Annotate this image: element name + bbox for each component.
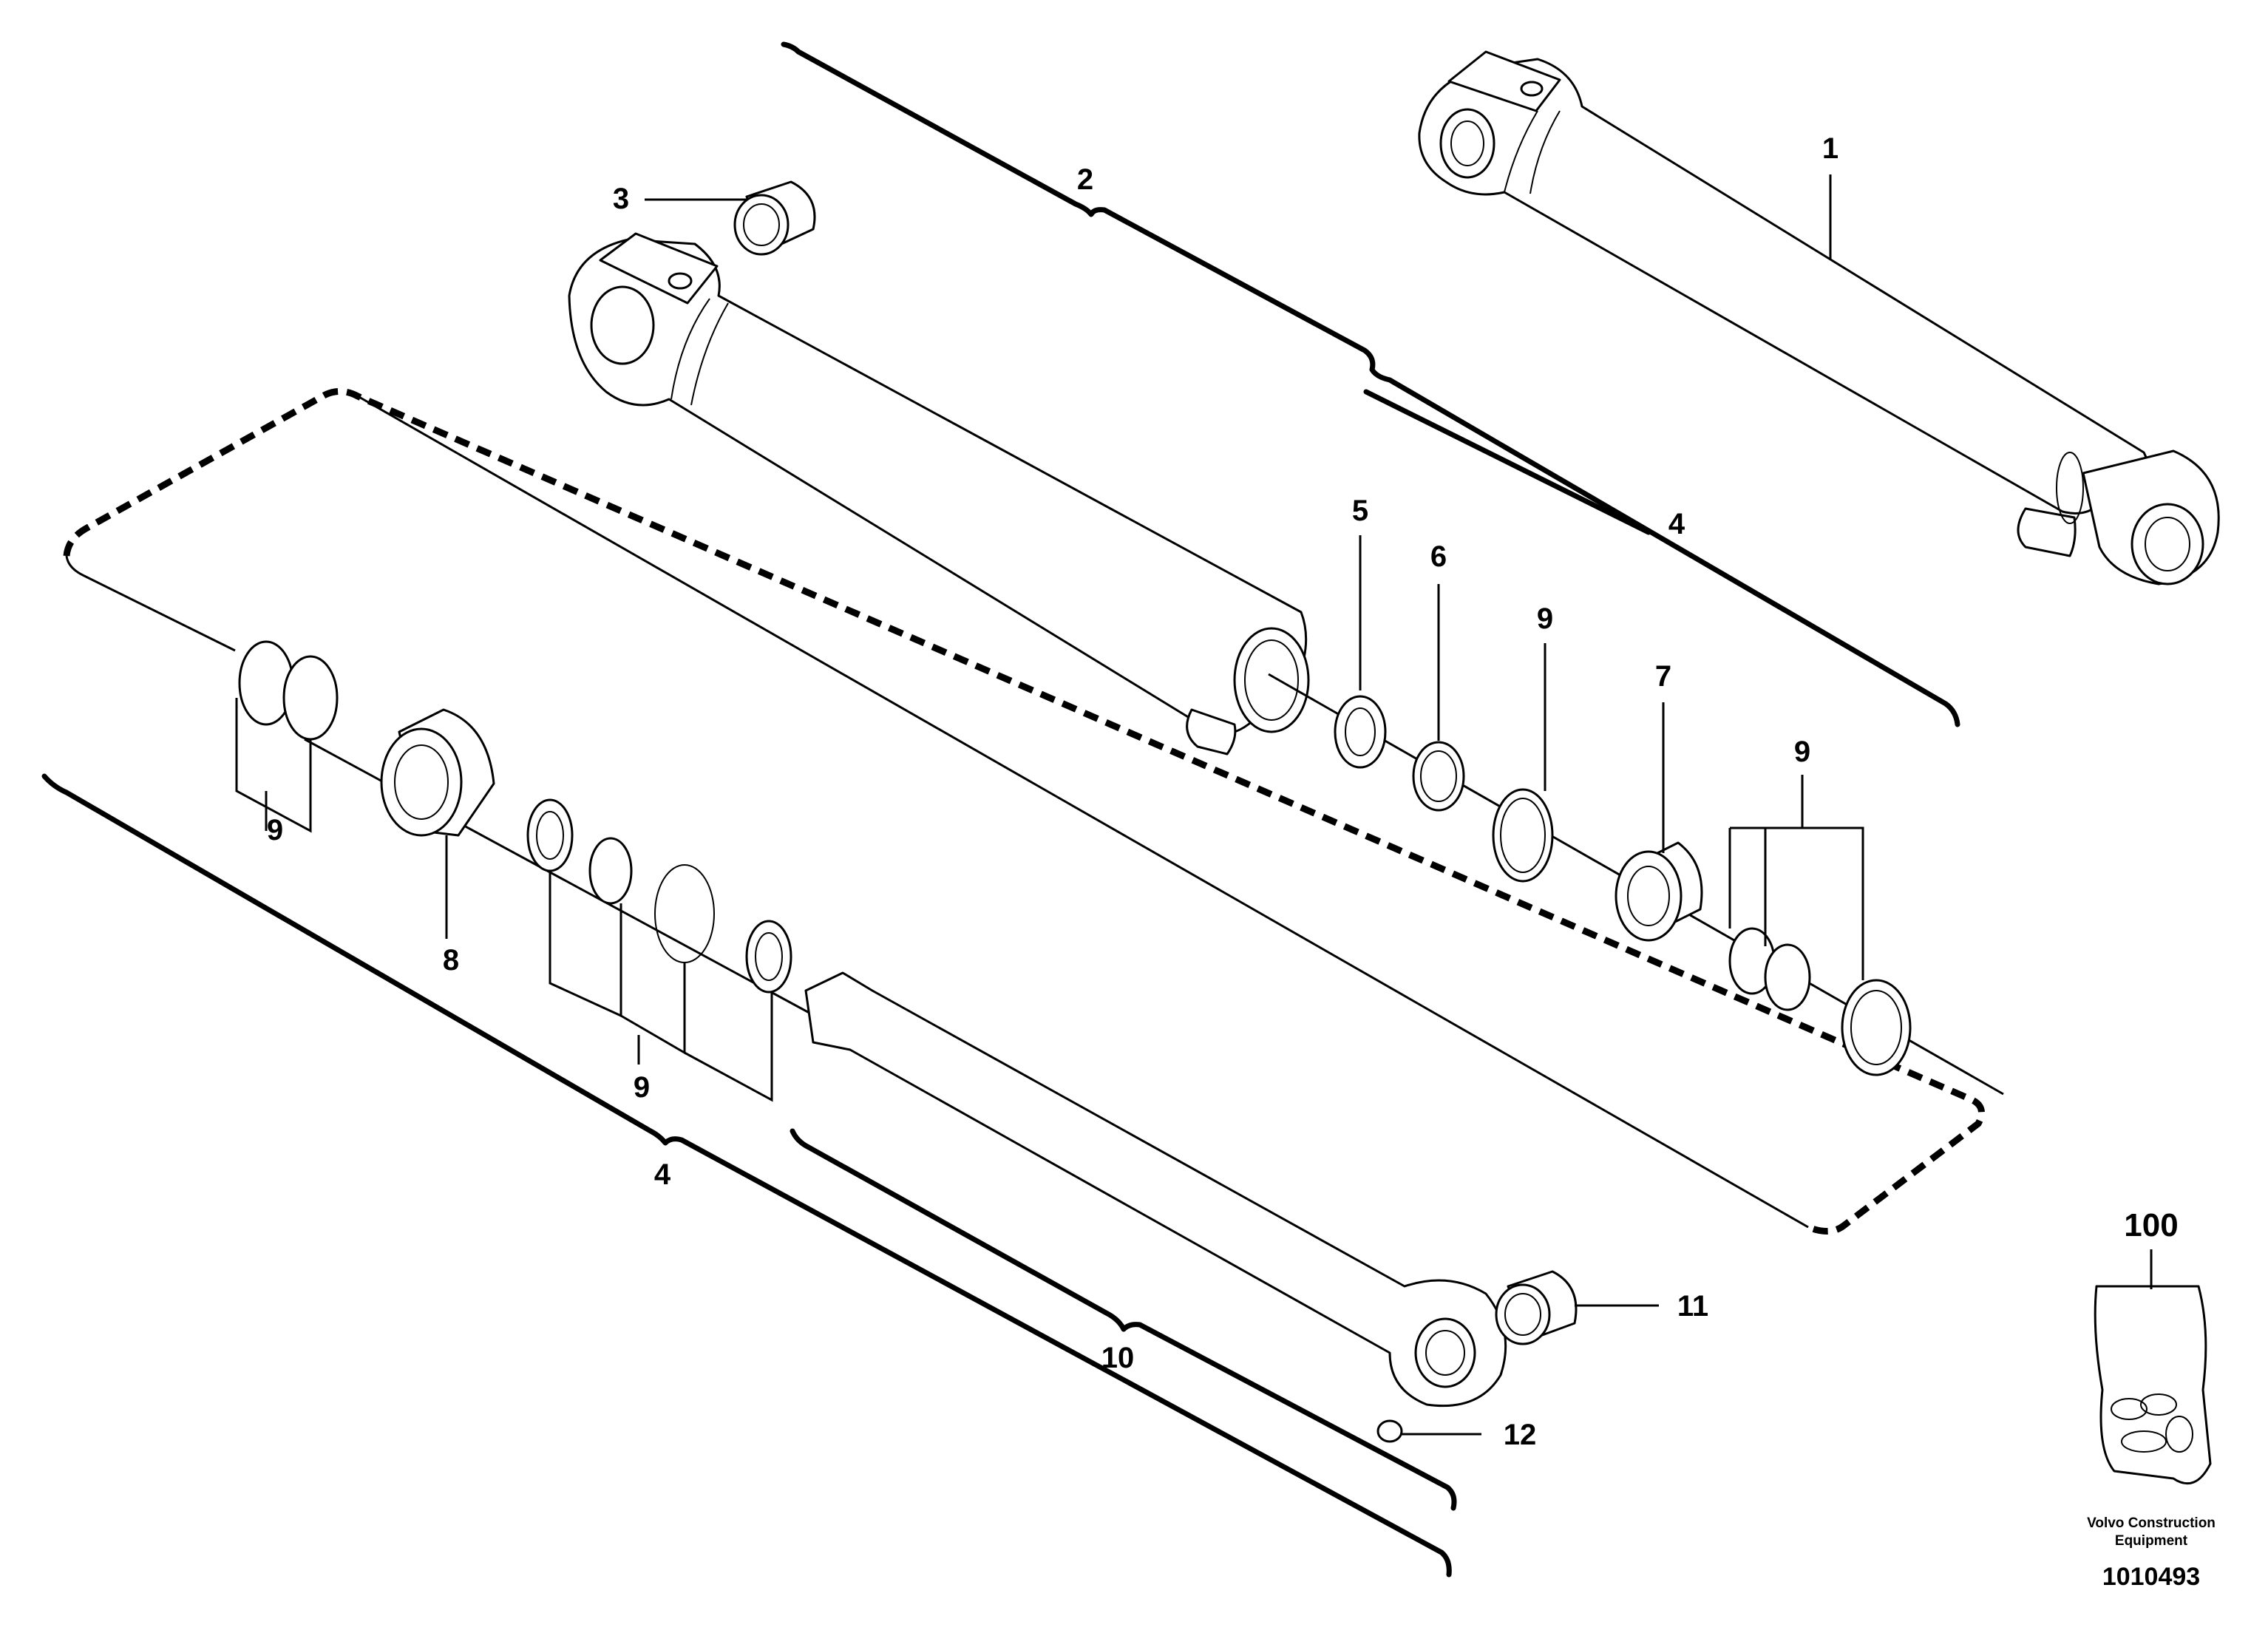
drawing-number: 1010493 [2102,1563,2200,1591]
part-5-wiper [1334,695,1387,769]
part-12-grease-nipple [1376,1419,1403,1443]
callout-6: 6 [1430,540,1447,573]
publisher-line-2: Equipment [2115,1533,2188,1549]
callout-5: 5 [1352,495,1368,527]
part-9-seal-set-right [1728,927,1912,1076]
bracket-10 [790,1128,1457,1511]
title-block: Volvo Construction Equipment 1010493 [2087,1515,2216,1591]
bracket-4-lower [41,773,1452,1578]
part-8-cylinder-head [380,708,495,837]
callout-12: 12 [1504,1419,1537,1451]
callout-9-upper: 9 [1537,602,1553,635]
callout-11: 11 [1677,1290,1708,1323]
leader-lines [235,174,2153,1436]
callout-8: 8 [443,944,459,977]
bracket-2 [781,41,1960,727]
callout-1: 1 [1822,132,1838,165]
callout-3: 3 [613,183,629,215]
part-10-piston-rod [804,971,1507,1408]
part-3-bushing [733,180,816,256]
callout-7: 7 [1655,660,1671,693]
part-100-seal-kit-bag [2094,1285,2212,1485]
part-7-piston [1615,841,1703,942]
part-6-lock-washer [1412,741,1465,812]
assembly-axis-lines [304,673,2004,1096]
callout-9-middle: 9 [634,1071,650,1104]
callout-9-right: 9 [1794,736,1810,768]
callout-100: 100 [2124,1207,2178,1243]
part-2-cylinder-barrel [568,232,1310,756]
part-11-bushing [1495,1270,1578,1345]
callout-4-lower: 4 [654,1158,671,1191]
callout-4-upper: 4 [1668,508,1685,540]
part-1-cylinder-assembly [1418,50,2220,585]
callout-9-left: 9 [267,814,283,846]
callout-numbers: 1 2 3 4 5 6 9 7 9 9 8 9 4 10 11 12 100 [267,132,2179,1451]
part-9-seal-set-left [238,640,339,741]
bracket-4-upper [1363,389,1651,535]
publisher-line-1: Volvo Construction [2087,1515,2216,1531]
part-9-seal-set-middle [526,798,792,994]
part-9-ring-upper [1492,788,1554,883]
callout-2: 2 [1077,163,1093,196]
seal-kit-outline [63,388,1985,1235]
callout-10: 10 [1101,1342,1135,1374]
